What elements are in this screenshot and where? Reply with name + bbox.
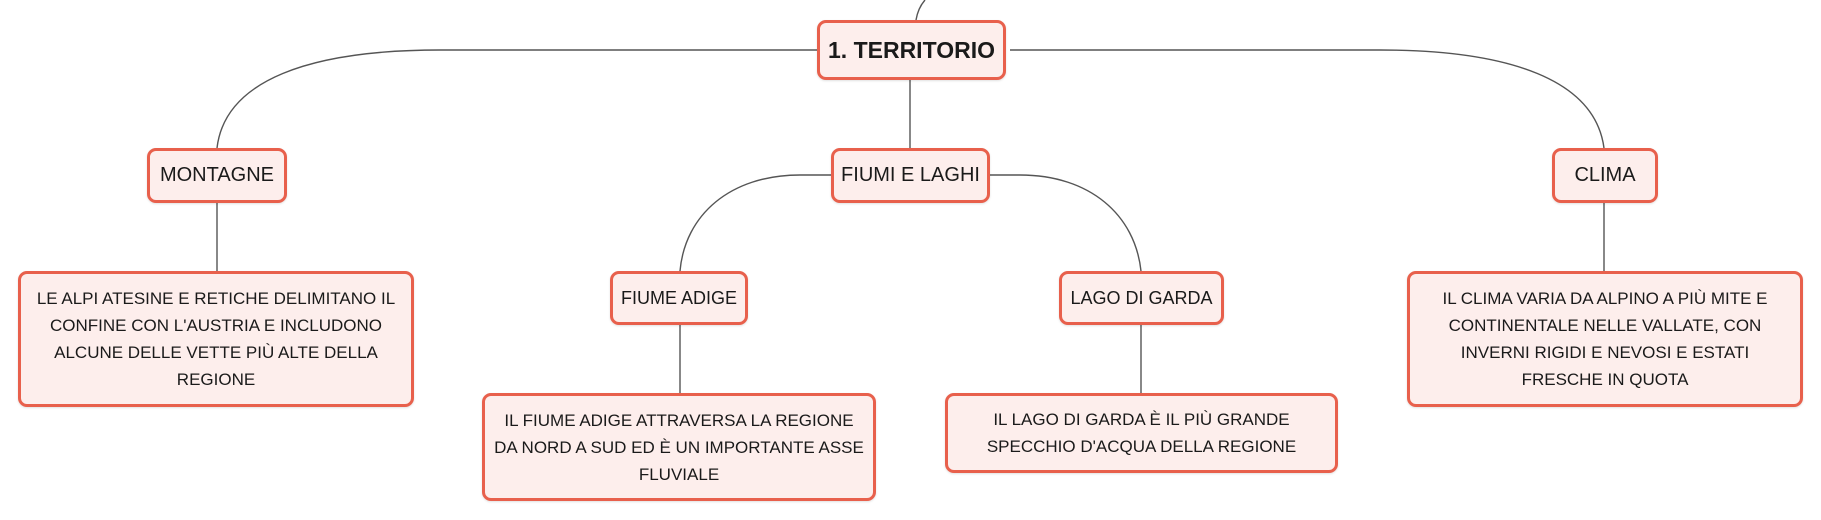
description-lago-di-garda-text: IL LAGO DI GARDA È IL PIÙ GRANDE SPECCHI… bbox=[986, 410, 1297, 456]
topic-fiumi-e-laghi-label: FIUMI E LAGHI bbox=[841, 164, 980, 186]
connector-root-to-montagne bbox=[216, 49, 817, 149]
root-topic-label: 1. TERRITORIO bbox=[828, 36, 995, 63]
description-clima[interactable]: IL CLIMA VARIA DA ALPINO A PIÙ MITE E CO… bbox=[1407, 271, 1803, 407]
subtopic-fiume-adige-label: FIUME ADIGE bbox=[620, 287, 737, 308]
subtopic-lago-di-garda[interactable]: LAGO DI GARDA bbox=[1059, 271, 1224, 325]
root-topic-territorio[interactable]: 1. TERRITORIO bbox=[817, 20, 1006, 80]
description-montagne-text: LE ALPI ATESINE E RETICHE DELIMITANO IL … bbox=[36, 289, 396, 389]
description-montagne[interactable]: LE ALPI ATESINE E RETICHE DELIMITANO IL … bbox=[18, 271, 414, 407]
topic-clima[interactable]: CLIMA bbox=[1552, 148, 1658, 203]
topic-montagne[interactable]: MONTAGNE bbox=[147, 148, 287, 203]
description-fiume-adige[interactable]: IL FIUME ADIGE ATTRAVERSA LA REGIONE DA … bbox=[482, 393, 876, 501]
description-lago-di-garda[interactable]: IL LAGO DI GARDA È IL PIÙ GRANDE SPECCHI… bbox=[945, 393, 1338, 473]
topic-clima-label: CLIMA bbox=[1574, 164, 1636, 186]
subtopic-fiume-adige[interactable]: FIUME ADIGE bbox=[610, 271, 748, 325]
connector-parent-to-root bbox=[915, 0, 926, 21]
connector-fiumi-to-garda bbox=[990, 174, 1142, 272]
subtopic-lago-di-garda-label: LAGO DI GARDA bbox=[1070, 287, 1213, 308]
connector-root-to-clima bbox=[1010, 49, 1605, 149]
topic-fiumi-e-laghi[interactable]: FIUMI E LAGHI bbox=[831, 148, 990, 203]
description-clima-text: IL CLIMA VARIA DA ALPINO A PIÙ MITE E CO… bbox=[1442, 289, 1768, 389]
description-fiume-adige-text: IL FIUME ADIGE ATTRAVERSA LA REGIONE DA … bbox=[494, 410, 864, 484]
topic-montagne-label: MONTAGNE bbox=[159, 164, 275, 186]
connector-fiumi-to-adige bbox=[679, 174, 831, 272]
